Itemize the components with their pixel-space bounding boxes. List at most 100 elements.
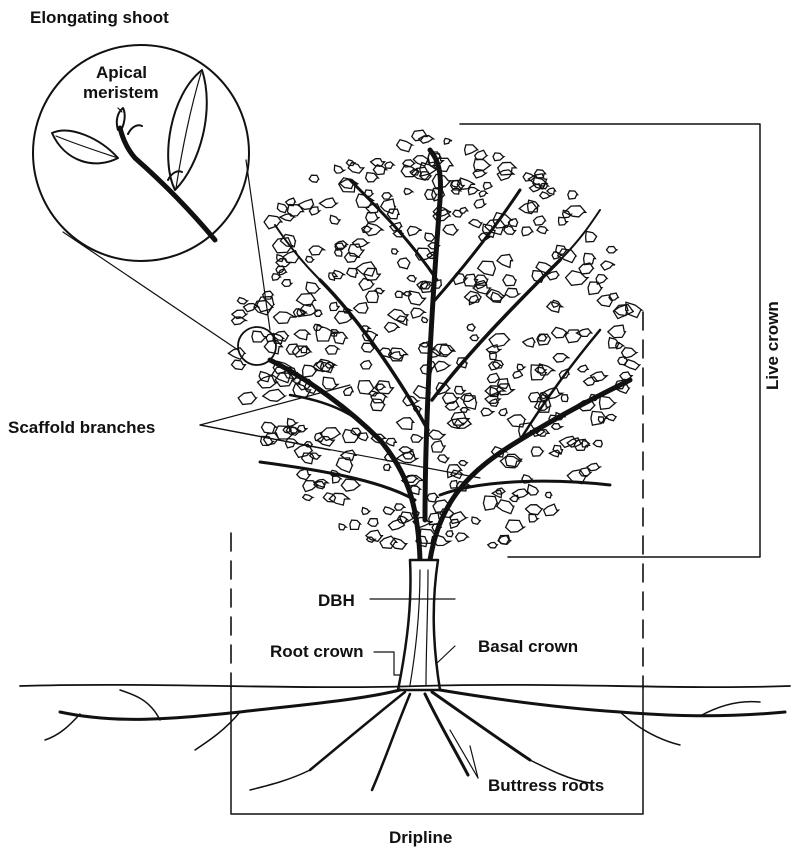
leaf-clump: [425, 233, 435, 241]
leaf-clump: [384, 464, 391, 470]
leaf-clump: [450, 481, 457, 489]
leaf-clump: [446, 401, 459, 410]
leaf-clump: [280, 214, 294, 221]
leaf-clump: [450, 519, 459, 528]
label-dbh: DBH: [318, 591, 355, 610]
leaf-clump: [522, 227, 533, 236]
leaf-clump: [382, 193, 392, 200]
basal-crown-leader: [436, 646, 455, 664]
leaf-clump: [459, 461, 467, 466]
leaf-clump: [503, 275, 516, 286]
leaf-clump: [529, 514, 538, 522]
leaf-clump: [395, 504, 405, 511]
leaf-clump: [606, 414, 616, 420]
inset-connector-right: [246, 160, 270, 330]
leaf-clump: [443, 224, 458, 235]
leaf-clump: [388, 309, 408, 321]
leaf-clump: [460, 408, 468, 413]
leaf-clump: [493, 153, 504, 161]
branch-leader: [425, 150, 441, 520]
tree-crown-foliage: [228, 130, 641, 549]
leaf-clump: [586, 231, 597, 242]
leaf-clump: [622, 348, 637, 359]
leaf-clump: [568, 191, 578, 199]
root-fine-7: [45, 714, 80, 740]
leaf-clump: [499, 409, 507, 416]
root-fine-2: [120, 690, 160, 720]
leaf-clump: [254, 301, 273, 315]
leaf-clump: [613, 305, 633, 319]
leaf-clump: [553, 354, 568, 363]
leaf-clump: [472, 517, 481, 524]
leaf-clump: [392, 249, 398, 254]
leaf-clump: [486, 289, 505, 300]
label-meristem: meristem: [83, 83, 159, 102]
leaf-clump: [489, 334, 509, 348]
leaf-clump: [397, 418, 414, 430]
leaf-clump: [381, 199, 396, 214]
leaf-clump: [354, 303, 368, 314]
leaf-clump: [386, 438, 396, 446]
leaf-clump: [325, 346, 338, 355]
leaf-clump: [455, 386, 466, 394]
leaf-clump: [483, 183, 492, 190]
root-fine-3: [620, 712, 680, 745]
leaf-clump: [262, 422, 277, 433]
leaf-clump: [531, 447, 543, 456]
leaf-clump: [469, 295, 478, 305]
leaf-clump: [435, 361, 450, 371]
leaf-clump: [385, 162, 394, 168]
leaf-clump: [413, 156, 428, 167]
leaf-clump: [263, 389, 285, 401]
leaf-clump: [232, 360, 246, 370]
leaf-clump: [347, 268, 358, 277]
label-live-crown: Live crown: [763, 301, 782, 390]
leaf-clump: [306, 256, 314, 262]
leaf-clump: [545, 492, 551, 498]
leaf-clump: [332, 270, 344, 278]
leaf-clump: [487, 373, 499, 382]
leaf-clump: [391, 538, 407, 549]
leaf-clump: [422, 317, 428, 322]
leaf-clump: [371, 393, 387, 403]
leaf-clump: [383, 507, 394, 515]
tree-roots: [45, 690, 785, 790]
leaf-clump: [361, 361, 372, 369]
leaf-clump: [287, 205, 303, 217]
leaf-clump: [559, 217, 568, 225]
leaf-clump: [323, 377, 338, 389]
leaf-clump: [549, 450, 560, 457]
leaf-clump: [252, 331, 267, 342]
leaf-clump: [339, 524, 346, 530]
leaf-clump: [306, 282, 320, 293]
leaf-clump: [309, 207, 319, 215]
leaf-clump: [303, 365, 319, 377]
root-fine-5: [250, 770, 310, 790]
leaf-clump: [353, 239, 369, 247]
leaf-clump: [334, 165, 344, 173]
leaf-clump: [601, 261, 615, 270]
leaf-clump: [465, 145, 478, 155]
leaf-clump: [397, 140, 413, 152]
leaf-clump: [513, 371, 523, 378]
leaf-clump: [447, 465, 461, 478]
leaf-clump: [587, 463, 600, 471]
inset-left-leaf-vein: [56, 136, 118, 158]
leaf-clump: [309, 175, 319, 182]
leaf-clump: [348, 163, 364, 174]
leaf-clump: [320, 198, 338, 208]
leaf-clump: [438, 455, 449, 463]
leaf-clump: [350, 520, 361, 529]
leaf-clump: [303, 495, 313, 501]
leaf-clump: [395, 291, 404, 297]
leaf-clump: [274, 312, 295, 324]
leaf-clump: [401, 165, 418, 177]
leaf-clump: [335, 249, 342, 257]
leaf-clump: [544, 504, 559, 515]
leaf-clump: [264, 341, 282, 354]
leaf-clump: [309, 246, 324, 255]
leaf-clump: [547, 188, 556, 194]
leaf-clump: [429, 430, 445, 439]
leaf-clump: [578, 365, 588, 372]
